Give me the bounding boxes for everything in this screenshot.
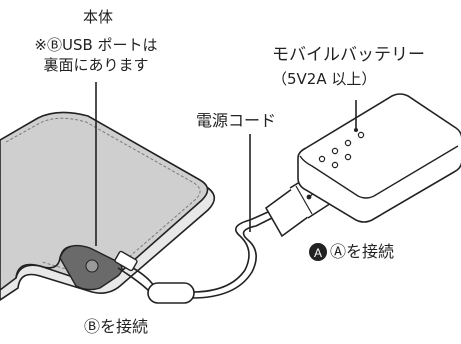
body-note-line2: 裏面にあります (43, 56, 149, 74)
heated-pad (0, 111, 216, 301)
ferrite-bead (147, 282, 195, 304)
connect-b-label: Ⓑを接続 (84, 317, 149, 336)
battery-title: モバイルバッテリー (272, 45, 425, 65)
circle-a-badge (309, 243, 327, 261)
cord-label: 電源コード (196, 111, 277, 130)
mobile-battery (297, 93, 461, 223)
battery-spec: （5V2A 以上） (272, 70, 377, 88)
circle-b-badge (85, 259, 99, 273)
battery-edge (299, 145, 459, 199)
body-note-line1: ※ⒷUSB ポートは (34, 36, 158, 54)
battery-leds (318, 131, 365, 169)
connect-a-label: Ⓐを接続 (330, 242, 395, 261)
battery-body (297, 93, 461, 223)
body-title: 本体 (82, 8, 113, 26)
battery-leader-dot (354, 128, 358, 132)
usb-b-plug (114, 250, 138, 272)
circle-a-letter: A (314, 246, 322, 260)
